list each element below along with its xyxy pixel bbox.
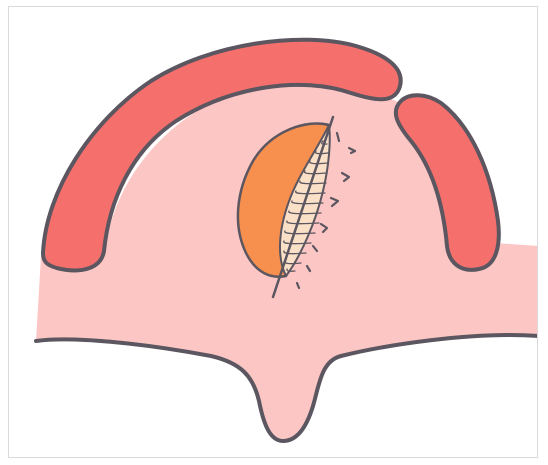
figure-frame	[8, 6, 538, 458]
palate-surgery-diagram	[9, 7, 538, 458]
